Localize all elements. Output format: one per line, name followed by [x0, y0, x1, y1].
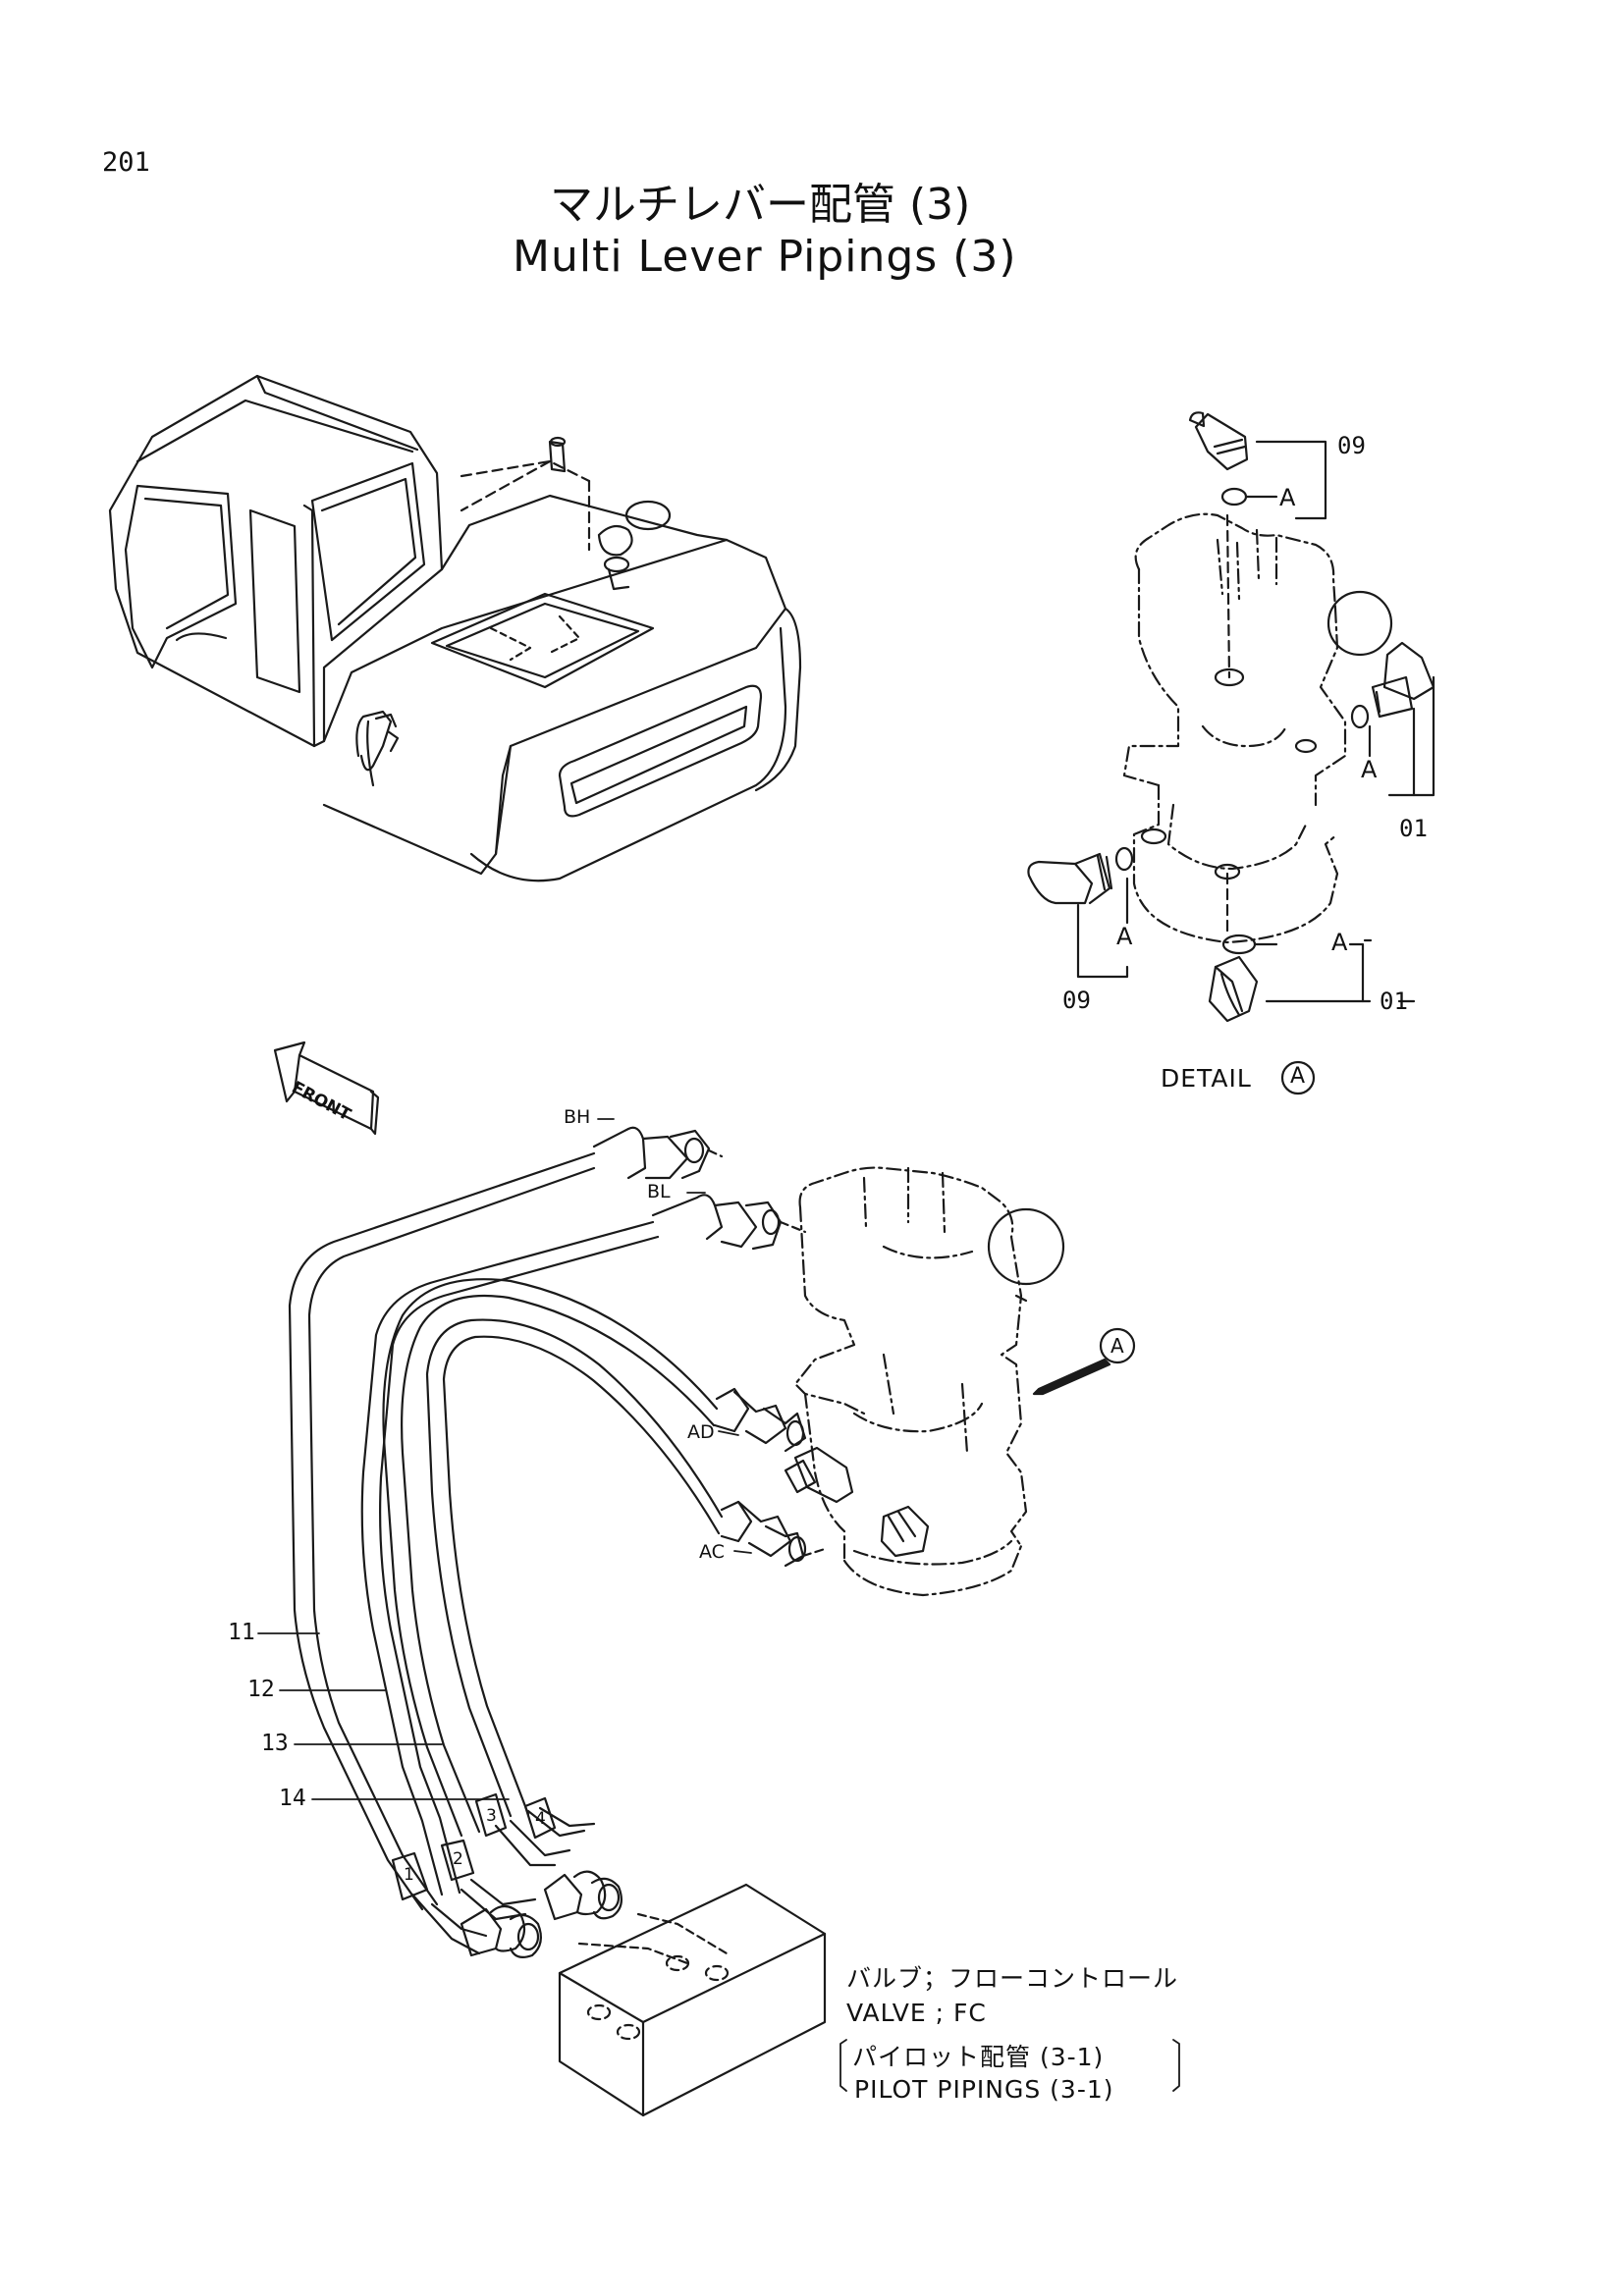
valve-note-en: VALVE ; FC [846, 1999, 987, 2027]
hose-tag-3: 3 [486, 1806, 497, 1826]
pilot-hoses [288, 1151, 724, 1955]
hose-tag-4: 4 [535, 1809, 546, 1829]
detail-seal-label-right: A [1361, 756, 1378, 783]
title-english: Multi Lever Pipings (3) [513, 232, 1017, 282]
detail-seal-label-left: A [1116, 923, 1133, 950]
detail-part-01-bottom: 01 [1380, 988, 1408, 1015]
pilot-note-en: PILOT PIPINGS (3-1) [854, 2075, 1114, 2104]
port-label-bl: BL [647, 1181, 671, 1202]
multi-control-valve [784, 1166, 1065, 1597]
front-arrow-icon [273, 1041, 380, 1136]
port-label-bh: BH [564, 1106, 591, 1128]
flow-control-valve-block [460, 1870, 827, 2117]
port-label-ad: AD [687, 1421, 715, 1443]
valve-fittings [592, 1126, 827, 1568]
detail-part-09-left: 09 [1062, 987, 1091, 1014]
detail-callout [1032, 1327, 1136, 1396]
hose-number-12: 12 [247, 1677, 275, 1702]
detail-part-01-right: 01 [1399, 815, 1428, 842]
hose-number-14: 14 [279, 1786, 306, 1811]
excavator-upper-structure [108, 374, 802, 882]
hose-number-13: 13 [261, 1731, 289, 1756]
callout-letter: A [1110, 1334, 1124, 1358]
hose-tag-2: 2 [453, 1849, 463, 1869]
detail-label: DETAIL [1161, 1064, 1252, 1093]
hose-number-11: 11 [228, 1620, 255, 1645]
title-japanese: マルチレバー配管 (3) [550, 180, 971, 230]
detail-seal-label-bottom: A [1331, 929, 1348, 956]
hose-tags [391, 1792, 557, 1901]
leader-lines [257, 1118, 1180, 2092]
valve-note-jp: バルブ；フローコントロール [846, 1964, 1179, 1993]
detail-ref-circle [1280, 1060, 1316, 1095]
page-number: 201 [102, 147, 150, 178]
pilot-note-jp: パイロット配管 (3-1) [852, 2043, 1105, 2071]
port-label-ac: AC [699, 1541, 725, 1563]
detail-part-09-top: 09 [1337, 432, 1366, 459]
hose-tag-1: 1 [404, 1865, 414, 1885]
detail-a-valve [1027, 411, 1435, 1023]
detail-seal-label-top: A [1279, 484, 1296, 511]
detail-ref-letter: A [1290, 1064, 1306, 1089]
